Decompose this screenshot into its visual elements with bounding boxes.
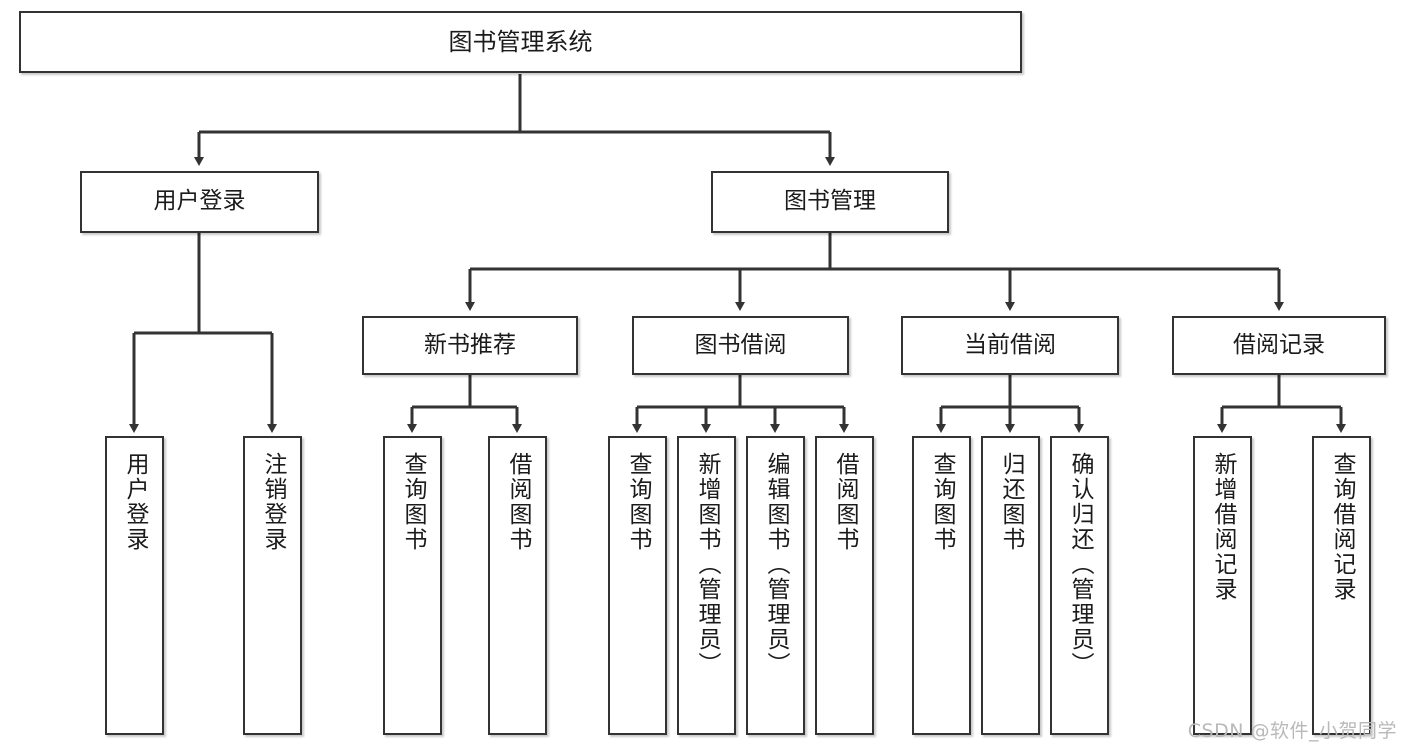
node-label: 编辑图书（管理员） (763, 452, 789, 677)
node-label: 注销登录 (260, 452, 286, 552)
leaf-logout-login[interactable]: 注销登录 (243, 436, 302, 735)
node-book-management[interactable]: 图书管理 (711, 171, 949, 233)
leaf-query-book-current[interactable]: 查询图书 (912, 436, 971, 735)
node-label: 图书管理系统 (448, 27, 593, 56)
leaf-query-book-borrow[interactable]: 查询图书 (608, 436, 667, 735)
node-label: 新增借阅记录 (1210, 452, 1236, 602)
node-current-borrow[interactable]: 当前借阅 (901, 316, 1119, 375)
node-label: 归还图书 (998, 452, 1024, 552)
leaf-query-book-new[interactable]: 查询图书 (383, 436, 442, 735)
node-label: 当前借阅 (964, 331, 1056, 358)
node-label: 借阅记录 (1233, 331, 1325, 358)
node-user-login[interactable]: 用户登录 (80, 171, 319, 233)
node-new-book-recommend[interactable]: 新书推荐 (362, 316, 578, 375)
leaf-edit-book-admin[interactable]: 编辑图书（管理员） (746, 436, 805, 735)
leaf-borrow-book[interactable]: 借阅图书 (815, 436, 874, 735)
node-label: 确认归还（管理员） (1067, 452, 1093, 677)
leaf-return-book[interactable]: 归还图书 (981, 436, 1040, 735)
node-label: 图书管理 (784, 188, 876, 215)
node-borrow-record[interactable]: 借阅记录 (1172, 316, 1386, 375)
node-label: 用户登录 (153, 188, 246, 215)
node-label: 新书推荐 (424, 331, 516, 358)
leaf-add-book-admin[interactable]: 新增图书（管理员） (677, 436, 736, 735)
leaf-confirm-return-admin[interactable]: 确认归还（管理员） (1050, 436, 1109, 735)
node-label: 查询图书 (400, 452, 426, 552)
leaf-borrow-book-new[interactable]: 借阅图书 (488, 436, 547, 735)
node-label: 查询图书 (625, 452, 651, 552)
node-label: 查询图书 (929, 452, 955, 552)
node-label: 用户登录 (122, 452, 148, 552)
node-book-borrow[interactable]: 图书借阅 (632, 316, 849, 375)
leaf-add-borrow-record[interactable]: 新增借阅记录 (1193, 436, 1252, 735)
node-label: 借阅图书 (832, 452, 858, 552)
leaf-query-borrow-record[interactable]: 查询借阅记录 (1312, 436, 1371, 735)
node-root-system[interactable]: 图书管理系统 (19, 11, 1022, 73)
node-label: 查询借阅记录 (1329, 452, 1355, 602)
watermark-text: CSDN @软件_小贺同学 (1187, 720, 1397, 742)
node-label: 新增图书（管理员） (694, 452, 720, 677)
node-label: 图书借阅 (694, 331, 787, 358)
leaf-user-login[interactable]: 用户登录 (105, 436, 164, 735)
node-label: 借阅图书 (505, 452, 531, 552)
